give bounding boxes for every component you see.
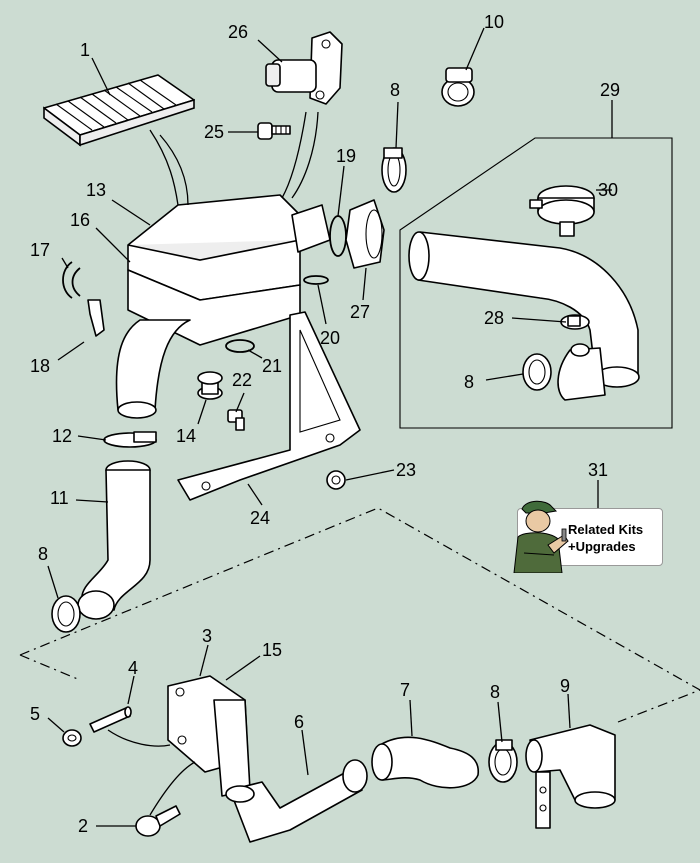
callout-19: 19 [336,146,356,166]
callout-14: 14 [176,426,196,446]
mechanic-illustration [513,500,569,573]
callout-16: 16 [70,210,90,230]
callout-7: 7 [400,680,410,700]
hose-clamp-8-top [381,147,407,193]
mass-airflow-sensor [265,31,343,105]
callout-26: 26 [228,22,248,42]
elbow-flange-3 [167,675,251,797]
callout-23: 23 [396,460,416,480]
inset-box-29 [399,137,673,429]
lower-assembly-boundary [19,507,700,723]
callout-24: 24 [250,508,270,528]
callout-27: 27 [350,302,370,322]
callout-17: 17 [30,240,50,260]
spring-clip-17 [62,261,81,299]
callout-3: 3 [202,626,212,646]
air-box [115,194,331,419]
air-filter-element [43,74,195,147]
breather-valve-30 [529,185,595,237]
leader-lines [47,27,613,827]
callout-12: 12 [52,426,72,446]
callout-13: 13 [86,180,106,200]
kit-badge-line-2: +Upgrades [568,539,636,554]
hose-clamp-8-inset [522,353,552,391]
callout-31: 31 [588,460,608,480]
related-kits-upgrades-button[interactable]: Related Kits +Upgrades [513,500,663,573]
callout-15: 15 [262,640,282,660]
callout-10: 10 [484,12,504,32]
callout-2: 2 [78,816,88,836]
nut-23 [326,470,346,490]
cap-5 [62,729,82,747]
callout-9: 9 [560,676,570,696]
mounting-bracket-24 [177,311,361,501]
callout-8-inset: 8 [464,372,474,392]
o-ring-19 [329,215,347,257]
hose-clamp-12 [103,431,157,448]
callout-numbers: 1 26 10 8 29 25 19 13 30 16 17 27 28 20 … [30,12,620,836]
callout-22: 22 [232,370,252,390]
hose-clamp-8-lower [488,739,518,783]
callout-25: 25 [204,122,224,142]
callout-28: 28 [484,308,504,328]
ring-21 [225,339,255,353]
kit-badge-line-1: Related Kits [568,522,644,537]
hose-clamp-8-left [51,595,81,633]
hose-assembly-29 [408,231,640,401]
tee-piece-9 [525,724,616,829]
adaptor-27 [345,199,385,269]
hose-clip-10 [441,67,475,107]
callout-4: 4 [128,658,138,678]
callout-8-lower: 8 [490,682,500,702]
callout-8-left: 8 [38,544,48,564]
intake-hose-11 [77,460,151,620]
intake-pipe-6 [225,759,368,843]
hose-7 [371,736,479,789]
callout-6: 6 [294,712,304,732]
ring-20 [303,275,329,285]
callout-30: 30 [598,180,618,200]
screw-25 [257,122,291,140]
bolt-2 [135,805,181,837]
grommet-14 [197,371,223,400]
bracket-clip-18 [87,299,105,337]
callout-1: 1 [80,40,90,60]
callout-5: 5 [30,704,40,724]
callout-11: 11 [50,488,69,508]
callout-21: 21 [262,356,282,376]
callout-8-top: 8 [390,80,400,100]
callout-18: 18 [30,356,50,376]
kit-badge-label: Related Kits +Upgrades [568,521,662,555]
pin-4 [89,706,132,733]
callout-29: 29 [600,80,620,100]
callout-20: 20 [320,328,340,348]
boundary-edge [19,654,81,681]
stud-22 [227,409,245,431]
